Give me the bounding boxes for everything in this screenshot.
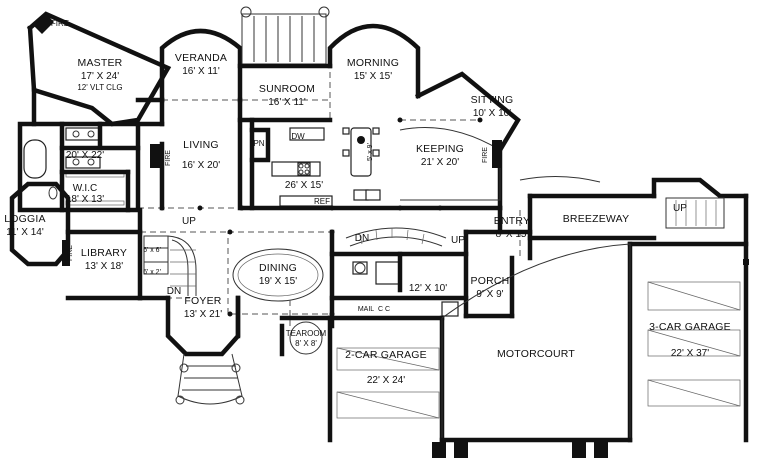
- label-dining-name: DINING: [259, 262, 297, 274]
- label-garage3-dim: 22' X 37': [671, 348, 709, 359]
- label-dn-main: DN: [355, 233, 369, 244]
- label-loggia-dim: 11' X 14': [6, 227, 44, 238]
- label-sitting-name: SITTING: [471, 94, 514, 106]
- label-foyer-dim: 13' X 21': [184, 309, 222, 320]
- label-breezeway-name: BREEZEWAY: [563, 213, 630, 225]
- label-wic-name: W.I.C: [73, 183, 97, 194]
- label-living-dim: 16' X 20': [182, 160, 220, 171]
- label-living-name: LIVING: [183, 139, 219, 151]
- label-sunroom-dim: 16' X 11': [268, 97, 306, 108]
- label-tearoom-name: TEAROOM: [286, 329, 327, 338]
- label-entry-dim: 8' X 15': [496, 229, 529, 240]
- label-wic-dim: 18' X 13': [66, 194, 104, 205]
- label-utility-dim: 12' X 10': [409, 283, 447, 294]
- label-fire-library: FIRE: [67, 245, 74, 261]
- label-morning-name: MORNING: [347, 57, 399, 69]
- label-pn: PN: [253, 139, 264, 148]
- label-kitchen-dim: 26' X 15': [285, 180, 323, 191]
- label-island: 5' x 9': [367, 143, 374, 161]
- label-veranda-dim: 16' X 11': [182, 66, 220, 77]
- label-porch-name: PORCH: [471, 275, 510, 287]
- label-ref: REF: [314, 197, 330, 206]
- label-garage2-name: 2-CAR GARAGE: [345, 349, 427, 361]
- label-motorcourt-name: MOTORCOURT: [497, 348, 575, 360]
- label-keeping-dim: 21' X 20': [421, 157, 459, 168]
- label-porch-dim: 9' X 9': [476, 289, 503, 300]
- label-sitting-dim: 10' X 10': [473, 108, 511, 119]
- walls: [9, 6, 749, 458]
- label-tearoom-dim: 8' X 8': [295, 339, 317, 348]
- label-library-name: LIBRARY: [81, 247, 127, 259]
- label-foyer-name: FOYER: [184, 295, 221, 307]
- label-fire-master: FIRE: [51, 19, 69, 28]
- label-closet-b: 6' x 2': [143, 269, 161, 276]
- label-up-breezeway: UP: [673, 203, 687, 214]
- label-morning-dim: 15' X 15': [354, 71, 392, 82]
- label-master-note: 12' VLT CLG: [77, 83, 122, 92]
- label-closet-a: 6' x 6': [143, 247, 161, 254]
- label-loggia-name: LOGGIA: [4, 213, 45, 225]
- label-cc: C C: [378, 306, 390, 313]
- label-fire-living: FIRE: [165, 150, 172, 166]
- label-dn-foyer: DN: [167, 286, 181, 297]
- label-mail: MAIL: [358, 306, 374, 313]
- label-sunroom-name: SUNROOM: [259, 83, 315, 95]
- label-entry-name: ENTRY: [494, 215, 530, 227]
- label-up-main: UP: [451, 235, 465, 246]
- label-up-stair: UP: [182, 216, 196, 227]
- label-dining-dim: 19' X 15': [259, 276, 297, 287]
- label-master-dim: 17' X 24': [81, 71, 119, 82]
- label-garage2-dim: 22' X 24': [367, 375, 405, 386]
- label-veranda-name: VERANDA: [175, 52, 227, 64]
- label-keeping-name: KEEPING: [416, 143, 464, 155]
- label-fire-keeping: FIRE: [482, 147, 489, 163]
- label-master-name: MASTER: [78, 57, 123, 69]
- label-garage3-name: 3-CAR GARAGE: [649, 321, 731, 333]
- room-labels: FIRE MASTER 17' X 24' 12' VLT CLG VERAND…: [4, 19, 731, 386]
- label-dw: DW: [291, 132, 305, 141]
- label-master-bath-dim: 20' X 22': [66, 150, 104, 161]
- label-library-dim: 13' X 18': [85, 261, 123, 272]
